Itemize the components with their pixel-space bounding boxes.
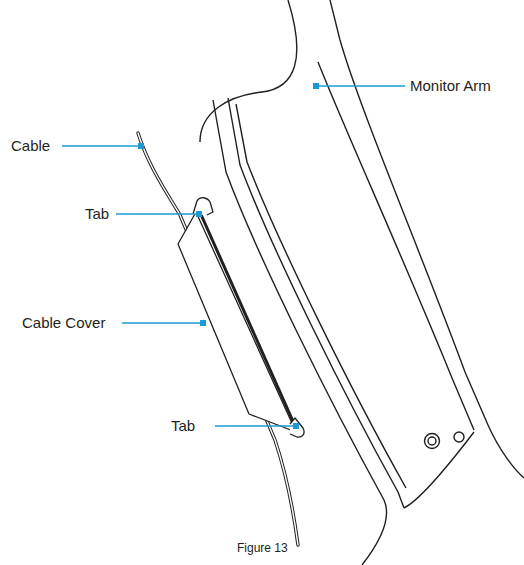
part-label: Monitor Arm <box>410 77 491 95</box>
monitor-arm <box>200 0 524 565</box>
cable <box>138 133 298 545</box>
part-label: Tab <box>171 417 195 435</box>
part-label: Cable <box>11 137 50 155</box>
part-label: Tab <box>85 205 109 223</box>
leader-lines <box>62 83 405 429</box>
cable-cover <box>178 198 304 437</box>
part-label: Cable Cover <box>22 314 105 332</box>
figure-caption: Figure 13 <box>237 541 288 555</box>
